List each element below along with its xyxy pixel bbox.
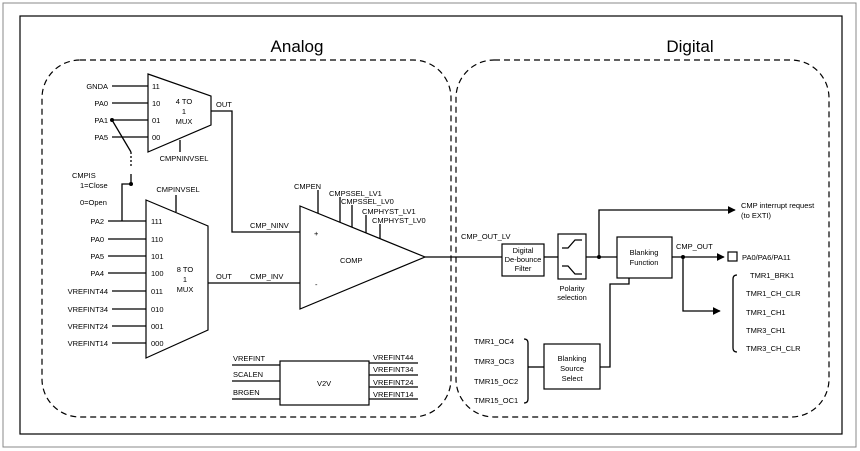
mux8-code-100: 100 xyxy=(151,269,164,278)
polarity-line2: selection xyxy=(557,293,587,302)
source-bracket xyxy=(523,338,529,404)
mux8-input-pa0: PA0 xyxy=(90,235,104,244)
mux4-input-pa5: PA5 xyxy=(94,133,108,142)
analog-title: Analog xyxy=(271,37,324,56)
mux4-out-label: OUT xyxy=(216,100,232,109)
tmr-bracket xyxy=(732,274,738,353)
polarity-selection-block xyxy=(557,233,587,280)
comp-plus: + xyxy=(314,229,319,238)
mux4-code-01: 01 xyxy=(152,116,160,125)
mux8-title-line3: MUX xyxy=(177,285,194,294)
mux8-input-vrefint34: VREFINT34 xyxy=(68,305,108,314)
comp-control-lines xyxy=(317,190,381,239)
output-pin-box xyxy=(727,251,738,262)
mux8-code-111: 111 xyxy=(151,217,162,226)
debounce-line1: Digital xyxy=(513,246,534,255)
inner-frame xyxy=(19,15,843,435)
mux8-title-line1: 8 TO xyxy=(177,265,194,274)
debounce-line3: Filter xyxy=(515,264,532,273)
ctrl-cmpen: CMPEN xyxy=(294,182,321,191)
v2v-input-scalen: SCALEN xyxy=(233,370,263,379)
debounce-line2: De-bounce xyxy=(505,255,542,264)
v2v-output-vrefint44: VREFINT44 xyxy=(373,353,413,362)
cmp-out-lv-label: CMP_OUT_LV xyxy=(461,232,510,241)
source-sel-line2: Source xyxy=(560,364,584,373)
source-sel-line1: Blanking xyxy=(558,354,587,363)
source-sel-line3: Select xyxy=(562,374,584,383)
analog-region xyxy=(41,59,452,418)
comparator: COMP + - xyxy=(299,205,427,310)
mux8-code-010: 010 xyxy=(151,305,164,314)
v2v-output-vrefint24: VREFINT24 xyxy=(373,378,413,387)
mux4-title-line3: MUX xyxy=(176,117,193,126)
v2v-input-vrefint: VREFINT xyxy=(233,354,266,363)
mux8-inputs xyxy=(108,220,146,344)
mux8-code-101: 101 xyxy=(151,252,164,261)
interrupt-label-line1: CMP interrupt request xyxy=(741,201,815,210)
source-in-tmr15-oc2: TMR15_OC2 xyxy=(474,377,518,386)
blanking-line2: Function xyxy=(630,258,659,267)
ctrl-cmpssel-lv1: CMPSSEL_LV1 xyxy=(329,189,382,198)
v2v-output-vrefint14: VREFINT14 xyxy=(373,390,413,399)
tmr-out-tmr1-ch1: TMR1_CH1 xyxy=(746,308,786,317)
debounce-filter-block xyxy=(501,243,545,277)
mux8-title-line2: 1 xyxy=(183,275,187,284)
mux8-input-vrefint14: VREFINT14 xyxy=(68,339,108,348)
mux4-code-10: 10 xyxy=(152,99,160,108)
mux4-code-11: 11 xyxy=(152,82,160,91)
comp-minus: - xyxy=(315,280,318,289)
mux8-select-label: CMPINVSEL xyxy=(156,185,199,194)
v2v-block xyxy=(279,360,370,406)
source-in-tmr3-oc3: TMR3_OC3 xyxy=(474,357,514,366)
source-in-tmr1-oc4: TMR1_OC4 xyxy=(474,337,514,346)
mux8-code-000: 000 xyxy=(151,339,164,348)
mux4-title-line2: 1 xyxy=(182,107,186,116)
v2v-input-brgen: BRGEN xyxy=(233,388,260,397)
mux8-input-pa4: PA4 xyxy=(90,269,104,278)
polarity-line1: Polarity xyxy=(559,284,584,293)
digital-region xyxy=(455,59,830,418)
mux-4to1: 4 TO 1 MUX xyxy=(147,73,212,153)
ctrl-cmphyst-lv1: CMPHYST_LV1 xyxy=(362,207,416,216)
mux4-input-pa1: PA1 xyxy=(94,116,108,125)
mux8-out-label: OUT xyxy=(216,272,232,281)
mux8-input-vrefint24: VREFINT24 xyxy=(68,322,108,331)
tmr-out-tmr1-brk1: TMR1_BRK1 xyxy=(750,271,794,280)
ctrl-cmphyst-lv0: CMPHYST_LV0 xyxy=(372,216,426,225)
tmr-out-tmr1-ch-clr: TMR1_CH_CLR xyxy=(746,289,801,298)
comp-label: COMP xyxy=(340,256,363,265)
cmpis-label: CMPIS xyxy=(72,171,96,180)
v2v-label: V2V xyxy=(317,379,331,388)
interrupt-label-line2: (to EXTI) xyxy=(741,211,772,220)
mux4-code-00: 00 xyxy=(152,133,160,142)
mux8-code-001: 001 xyxy=(151,322,164,331)
mux4-input-gnda: GNDA xyxy=(86,82,108,91)
cmp-inv-label: CMP_INV xyxy=(250,272,283,281)
mux8-input-pa5: PA5 xyxy=(90,252,104,261)
mux8-input-vrefint44: VREFINT44 xyxy=(68,287,108,296)
cmpis-open-label: 0=Open xyxy=(80,198,107,207)
mux8-input-pa2: PA2 xyxy=(90,217,104,226)
cmp-ninv-label: CMP_NINV xyxy=(250,221,289,230)
cmpis-switch-line xyxy=(111,119,132,153)
digital-title: Digital xyxy=(666,37,713,56)
mux-8to1: 8 TO 1 MUX xyxy=(145,199,209,359)
mux4-select-label: CMPNINVSEL xyxy=(160,154,209,163)
v2v-output-vrefint34: VREFINT34 xyxy=(373,365,413,374)
mux8-code-110: 110 xyxy=(151,235,163,244)
output-pin-label: PA0/PA6/PA11 xyxy=(742,253,791,262)
blanking-line1: Blanking xyxy=(630,248,659,257)
cmp-out-label: CMP_OUT xyxy=(676,242,713,251)
mux8-code-011: 011 xyxy=(151,287,163,296)
tmr-out-tmr3-ch1: TMR3_CH1 xyxy=(746,326,786,335)
source-in-tmr15-oc1: TMR15_OC1 xyxy=(474,396,518,405)
mux4-title-line1: 4 TO xyxy=(176,97,193,106)
mux4-input-pa0: PA0 xyxy=(94,99,108,108)
cmpis-close-label: 1=Close xyxy=(80,181,108,190)
tmr-out-tmr3-ch-clr: TMR3_CH_CLR xyxy=(746,344,801,353)
ctrl-cmpssel-lv0: CMPSSEL_LV0 xyxy=(341,197,394,206)
